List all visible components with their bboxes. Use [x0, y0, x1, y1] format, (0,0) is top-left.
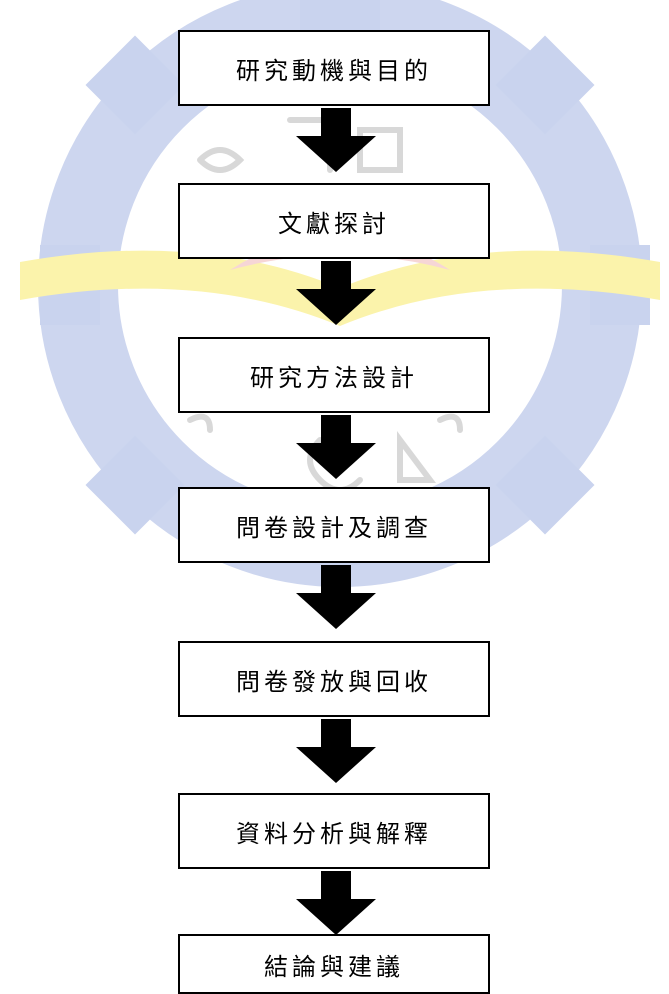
step-questionnaire-design: 問卷設計及調查: [178, 487, 490, 563]
down-arrow-icon: [296, 871, 376, 935]
down-arrow-icon: [296, 415, 376, 479]
step-method-design: 研究方法設計: [178, 337, 490, 413]
down-arrow-icon: [296, 108, 376, 172]
down-arrow-icon: [296, 719, 376, 783]
step-research-motivation: 研究動機與目的: [178, 30, 490, 106]
down-arrow-icon: [296, 565, 376, 629]
step-questionnaire-distribution: 問卷發放與回收: [178, 641, 490, 717]
step-data-analysis: 資料分析與解釋: [178, 793, 490, 869]
step-conclusion: 結論與建議: [178, 934, 490, 994]
down-arrow-icon: [296, 261, 376, 325]
step-literature-review: 文獻探討: [178, 183, 490, 259]
